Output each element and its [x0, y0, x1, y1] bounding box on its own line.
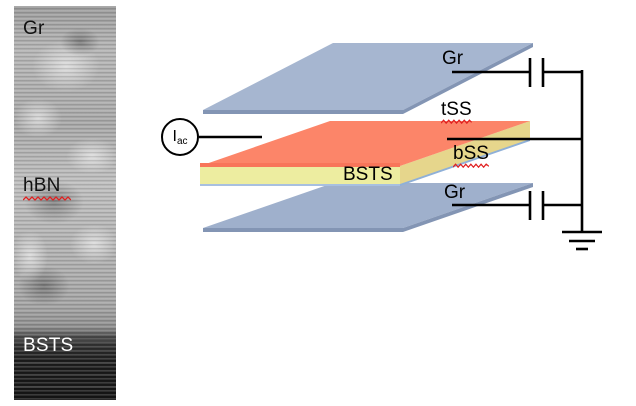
- label-bsts-bulk: BSTS: [343, 164, 393, 185]
- bsts-right-side-face: [400, 121, 530, 184]
- tem-layer-label-bsts: BSTS: [23, 335, 74, 356]
- bsts-top-surface-state-face: [200, 121, 530, 166]
- spellcheck-squiggle-icon: [441, 119, 472, 124]
- bottom-graphene-side-edge: [403, 183, 533, 232]
- current-source-symbol: Iac: [161, 118, 199, 156]
- bottom-graphene-plate: [203, 183, 533, 232]
- top-graphene-top-face: [203, 43, 533, 110]
- bsts-slab: [200, 121, 530, 186]
- bottom-graphene-top-face: [203, 183, 533, 228]
- label-bottom-graphene: Gr: [444, 182, 466, 203]
- bsts-top-front-rim: [200, 163, 400, 167]
- circuit-wiring: [199, 58, 602, 251]
- label-top-graphene: Gr: [442, 48, 464, 69]
- label-bottom-surface-state: bSS: [453, 144, 489, 168]
- cross-section-tem-image: Gr hBN BSTS: [14, 6, 116, 400]
- tem-micrograph-graphic: [14, 6, 116, 400]
- spellcheck-squiggle-icon: [453, 163, 489, 168]
- current-source-label: Iac: [172, 128, 188, 147]
- tem-layer-label-gr: Gr: [23, 18, 45, 39]
- label-top-surface-state: tSS: [441, 100, 472, 124]
- top-graphene-edge: [203, 110, 403, 114]
- top-graphene-side-edge: [403, 43, 533, 114]
- bsts-front-face: [200, 166, 400, 184]
- spellcheck-squiggle-icon: [23, 196, 71, 201]
- bottom-graphene-edge: [203, 228, 403, 232]
- tem-layer-label-hbn: hBN: [23, 176, 71, 201]
- top-graphene-plate: [203, 43, 533, 114]
